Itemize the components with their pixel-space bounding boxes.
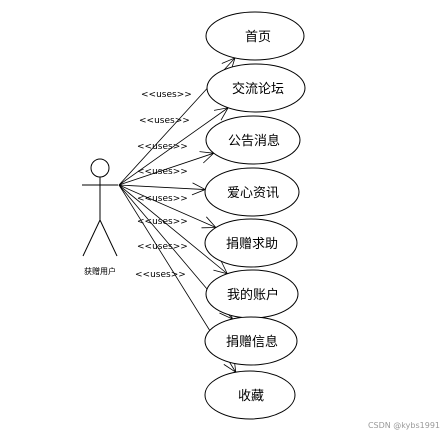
use-case-donation-request-shape (204, 218, 298, 268)
use-case-home: 首页 (205, 11, 305, 61)
use-case-donation-info: 捐赠信息 (204, 316, 298, 366)
use-case-home-shape (205, 11, 305, 61)
relation-edge-forum (118, 107, 229, 186)
use-case-donation-request: 捐赠求助 (204, 218, 298, 268)
use-case-my-account-label: 我的账户 (227, 287, 279, 303)
use-case-donation-info-shape (204, 316, 298, 366)
actor-right-leg (99, 219, 118, 257)
actor-recipient-user: 获赠用户 (82, 158, 118, 276)
relation-edge-donation-request (118, 184, 216, 228)
use-case-charity-news-label: 爱心资讯 (227, 186, 279, 201)
use-case-forum-label: 交流论坛 (232, 81, 284, 97)
relation-label-donation-info: <<uses>> (137, 242, 188, 252)
use-case-favorites-label: 收藏 (238, 389, 264, 404)
relation-edge-my-account (118, 184, 228, 275)
relation-label-announcements: <<uses>> (137, 142, 188, 152)
use-case-donation-info-label: 捐赠信息 (226, 334, 278, 350)
use-case-announcements: 公告消息 (205, 115, 301, 165)
use-case-nodes: 首页 交流论坛 公告消息 爱心资讯 捐赠求助 我的账户 捐赠信息 收藏 (204, 11, 306, 420)
relation-label-forum: <<uses>> (139, 116, 190, 126)
actor-head (90, 158, 110, 178)
relation-label-my-account: <<uses>> (137, 217, 188, 227)
use-case-donation-request-label: 捐赠求助 (226, 237, 278, 252)
relation-label-favorites: <<uses>> (135, 270, 186, 280)
use-case-forum: 交流论坛 (206, 63, 306, 113)
use-case-announcements-label: 公告消息 (228, 133, 280, 149)
use-case-favorites: 收藏 (204, 370, 296, 420)
watermark: CSDN @kybs1991 (368, 421, 440, 430)
use-case-home-label: 首页 (245, 30, 271, 45)
use-case-my-account: 我的账户 (205, 269, 299, 319)
relation-edge-charity-news (118, 184, 206, 190)
use-case-forum-shape (206, 63, 306, 113)
use-case-charity-news: 爱心资讯 (204, 167, 300, 217)
relation-label-home: <<uses>> (141, 90, 192, 100)
actor-label: 获赠用户 (84, 266, 116, 276)
relation-label-charity-news: <<uses>> (137, 167, 188, 177)
use-case-favorites-shape (204, 370, 296, 420)
use-case-announcements-shape (205, 115, 301, 165)
actor-left-leg (82, 219, 101, 257)
relation-labels: <<uses>> <<uses>> <<uses>> <<uses>> <<us… (135, 90, 192, 280)
relation-edge-announcements (118, 152, 214, 186)
use-case-charity-news-shape (204, 167, 300, 217)
relation-label-donation-request: <<uses>> (137, 194, 188, 204)
